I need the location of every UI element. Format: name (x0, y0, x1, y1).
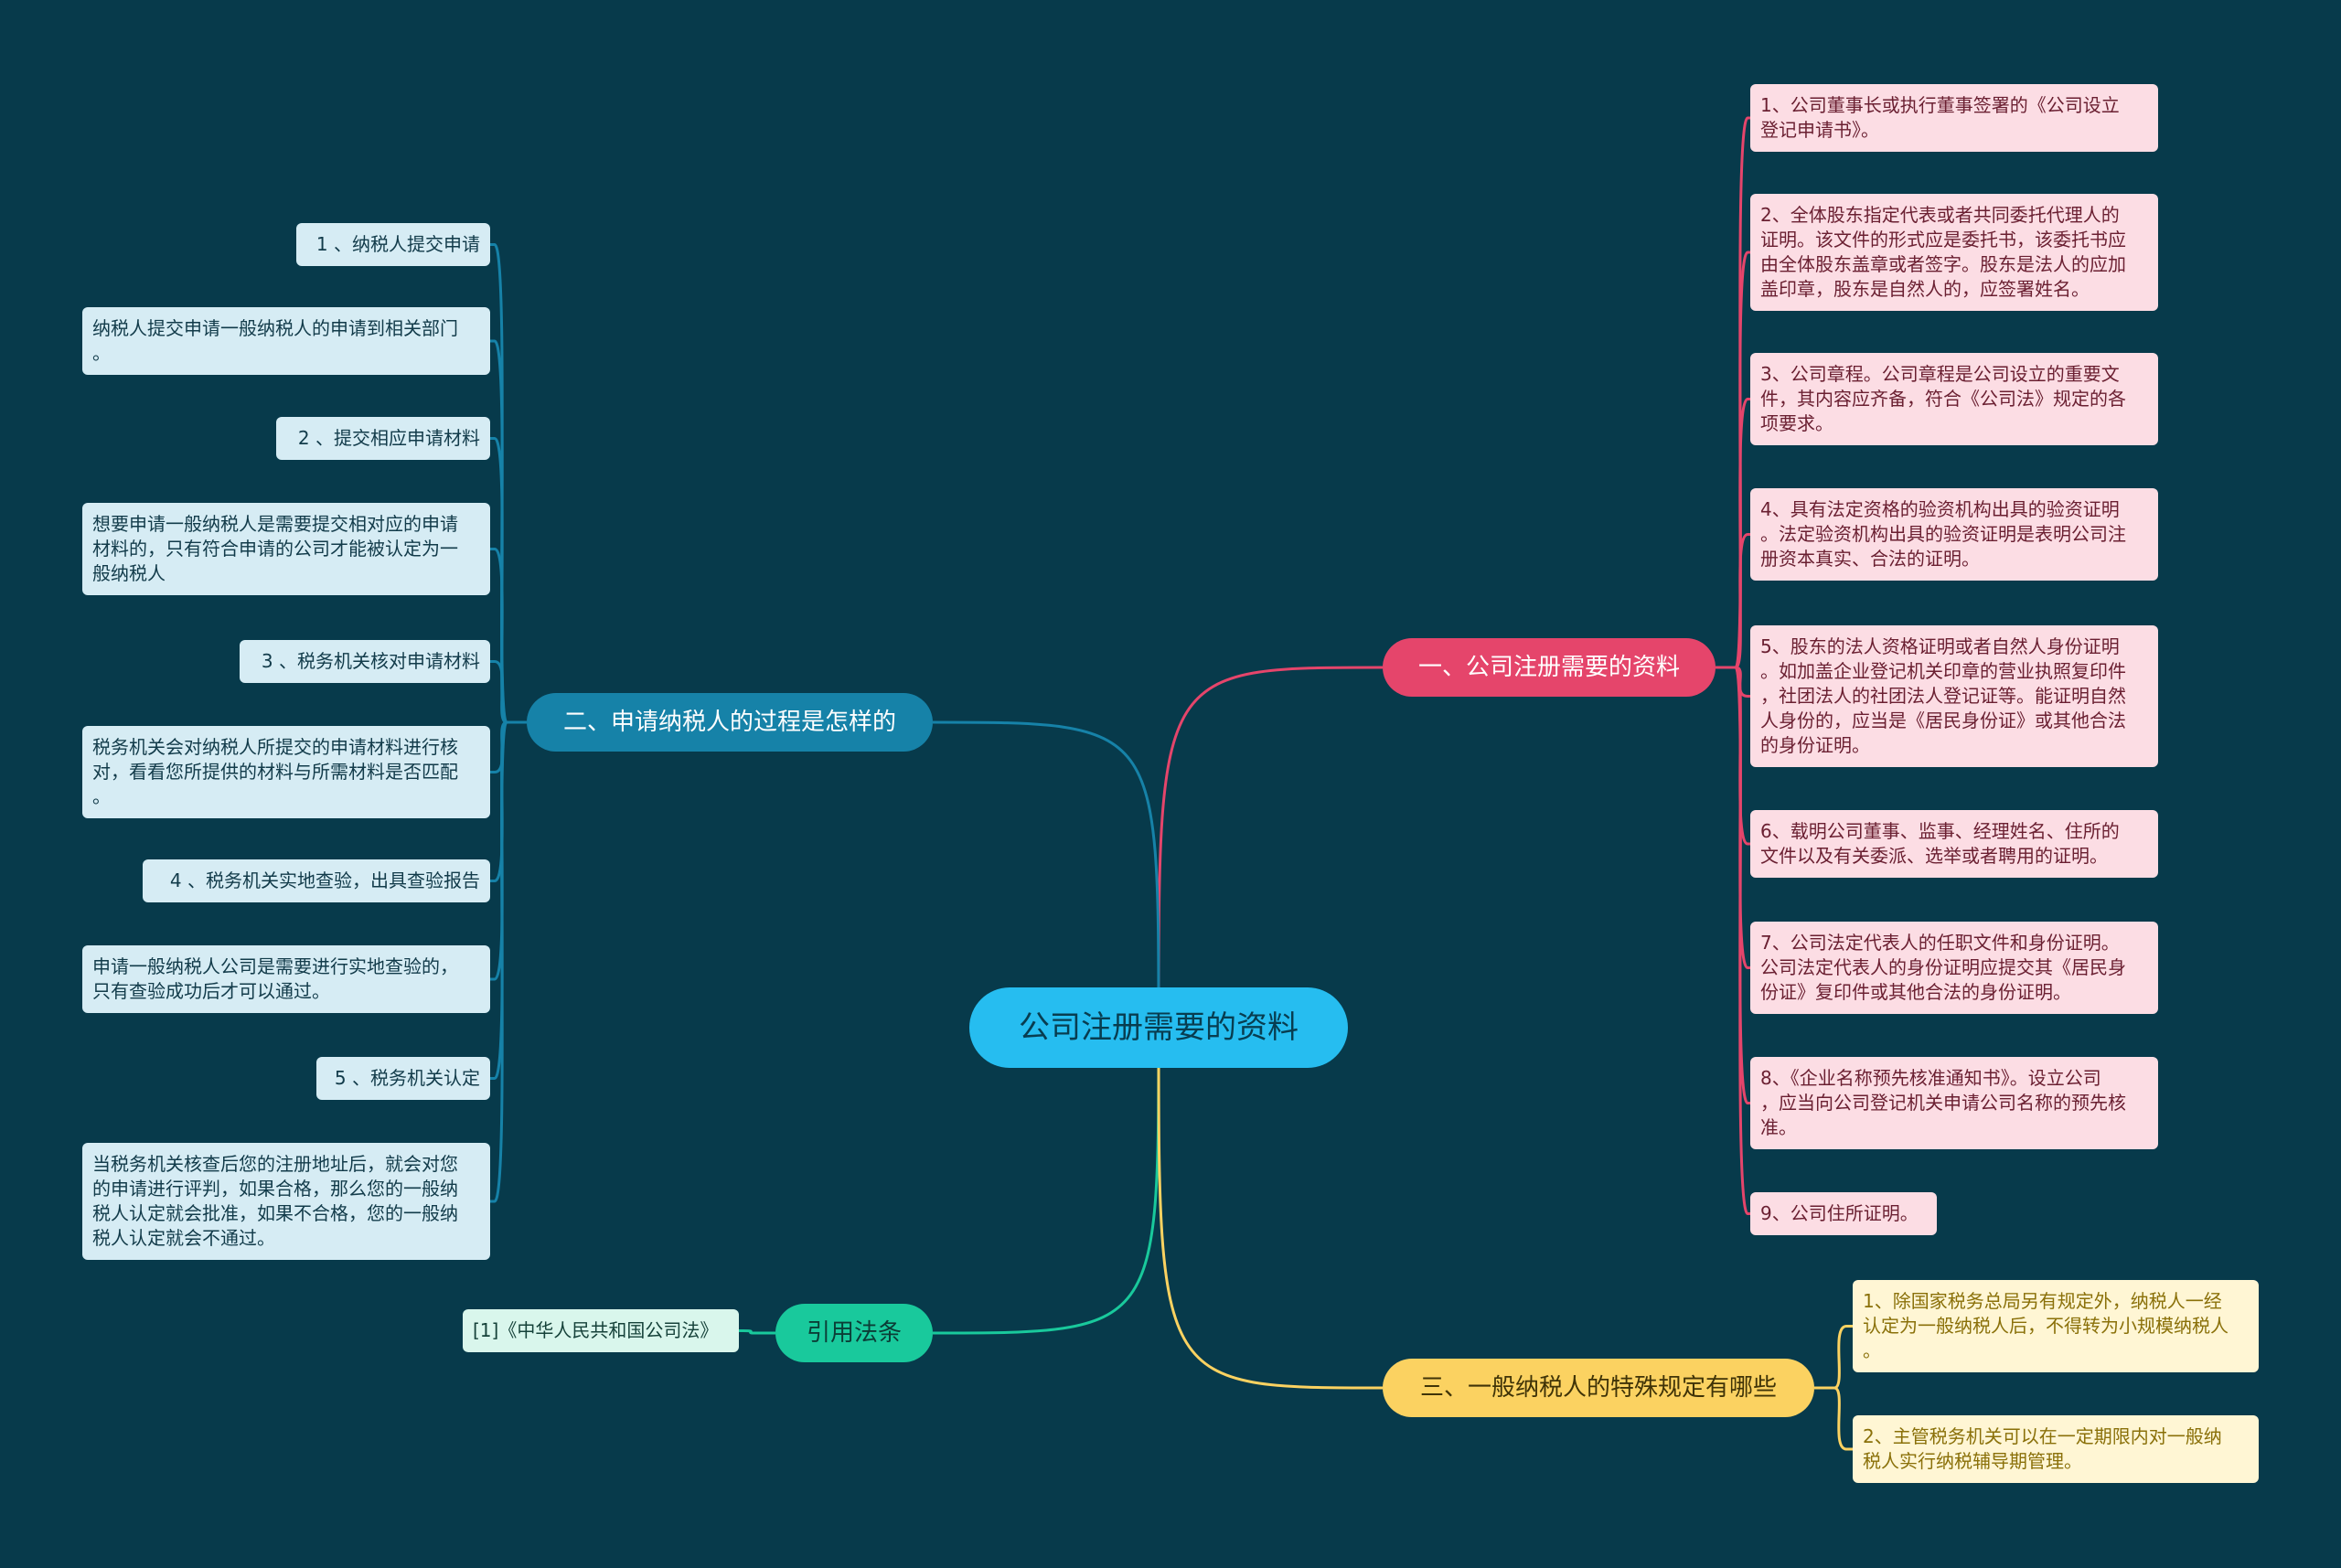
leaf-process-step-5[interactable]: 5 、税务机关认定 (316, 1057, 490, 1100)
connector-root-branch-1 (1157, 666, 1384, 1029)
leaf-process-step-2[interactable]: 2 、提交相应申请材料 (276, 417, 490, 460)
root-topic[interactable]: 公司注册需要的资料 (969, 987, 1348, 1068)
leaf-registration-3[interactable]: 3、公司章程。公司章程是公司设立的重要文 件，其内容应齐备，符合《公司法》规定的… (1750, 353, 2158, 445)
branch-cited-law[interactable]: 引用法条 (775, 1304, 933, 1362)
leaf-process-step-4[interactable]: 4 、税务机关实地查验，出具查验报告 (143, 859, 490, 902)
connector-branch-2-leaf-9 (490, 720, 527, 1080)
leaf-registration-4[interactable]: 4、具有法定资格的验资机构出具的验资证明 。法定验资机构出具的验资证明是表明公司… (1750, 488, 2158, 581)
connector-branch-3-leaf-1 (739, 1329, 775, 1335)
branch-taxpayer-application-process[interactable]: 二、申请纳税人的过程是怎样的 (527, 693, 933, 752)
leaf-process-detail-4[interactable]: 申请一般纳税人公司是需要进行实地查验的， 只有查验成功后才可以通过。 (82, 945, 490, 1013)
leaf-registration-7[interactable]: 7、公司法定代表人的任职文件和身份证明。 公司法定代表人的身份证明应提交其《居民… (1750, 922, 2158, 1014)
leaf-registration-1[interactable]: 1、公司董事长或执行董事签署的《公司设立 登记申请书》。 (1750, 84, 2158, 152)
leaf-registration-2[interactable]: 2、全体股东指定代表或者共同委托代理人的 证明。该文件的形式应是委托书，该委托书… (1750, 194, 2158, 311)
connector-branch-2-leaf-7 (490, 720, 527, 882)
leaf-process-detail-3[interactable]: 税务机关会对纳税人所提交的申请材料进行核 对，看看您所提供的材料与所需材料是否匹… (82, 726, 490, 818)
leaf-cited-law-1[interactable]: [1]《中华人民共和国公司法》 (463, 1309, 739, 1352)
connector-root-branch-2 (932, 720, 1160, 1029)
connector-branch-1-leaf-9 (1716, 666, 1750, 1215)
connector-branch-4-leaf-2 (1814, 1386, 1853, 1451)
connector-branch-2-leaf-5 (490, 660, 527, 724)
leaf-registration-8[interactable]: 8、《企业名称预先核准通知书》。设立公司 ，应当向公司登记机关申请公司名称的预先… (1750, 1057, 2158, 1149)
leaf-special-1[interactable]: 1、除国家税务总局另有规定外，纳税人一经 认定为一般纳税人后，不得转为小规模纳税… (1853, 1280, 2259, 1372)
connector-branch-2-leaf-1 (490, 243, 527, 724)
connector-branch-1-leaf-7 (1716, 666, 1750, 969)
connector-branch-1-leaf-1 (1716, 116, 1750, 669)
connector-branch-2-leaf-3 (490, 437, 527, 724)
connector-branch-1-leaf-2 (1716, 251, 1750, 669)
connector-branch-1-leaf-5 (1716, 666, 1750, 698)
connector-branch-2-leaf-2 (490, 339, 527, 724)
leaf-process-detail-2[interactable]: 想要申请一般纳税人是需要提交相对应的申请 材料的，只有符合申请的公司才能被认定为… (82, 503, 490, 595)
connector-branch-1-leaf-8 (1716, 666, 1750, 1104)
connector-branch-2-leaf-8 (490, 720, 527, 981)
leaf-process-step-3[interactable]: 3 、税务机关核对申请材料 (240, 640, 490, 683)
connector-root-branch-3 (932, 1027, 1160, 1335)
connector-branch-4-leaf-1 (1814, 1325, 1853, 1390)
connector-branch-1-leaf-4 (1716, 533, 1750, 669)
connector-branch-2-leaf-10 (490, 720, 527, 1203)
branch-special-provisions[interactable]: 三、一般纳税人的特殊规定有哪些 (1383, 1359, 1814, 1417)
leaf-registration-5[interactable]: 5、股东的法人资格证明或者自然人身份证明 。如加盖企业登记机关印章的营业执照复印… (1750, 625, 2158, 767)
leaf-process-detail-5[interactable]: 当税务机关核查后您的注册地址后，就会对您 的申请进行评判，如果合格，那么您的一般… (82, 1143, 490, 1260)
connector-root-branch-4 (1157, 1027, 1384, 1390)
leaf-registration-9[interactable]: 9、公司住所证明。 (1750, 1192, 1937, 1235)
connector-branch-2-leaf-4 (490, 548, 527, 724)
leaf-special-2[interactable]: 2、主管税务机关可以在一定期限内对一般纳 税人实行纳税辅导期管理。 (1853, 1415, 2259, 1483)
leaf-registration-6[interactable]: 6、载明公司董事、监事、经理姓名、住所的 文件以及有关委派、选举或者聘用的证明。 (1750, 810, 2158, 878)
connector-branch-2-leaf-6 (490, 720, 527, 773)
leaf-process-detail-1[interactable]: 纳税人提交申请一般纳税人的申请到相关部门 。 (82, 307, 490, 375)
leaf-process-step-1[interactable]: 1 、纳税人提交申请 (296, 223, 490, 266)
connector-branch-1-leaf-6 (1716, 666, 1750, 846)
connector-branch-1-leaf-3 (1716, 398, 1750, 669)
branch-registration-materials[interactable]: 一、公司注册需要的资料 (1383, 638, 1716, 697)
